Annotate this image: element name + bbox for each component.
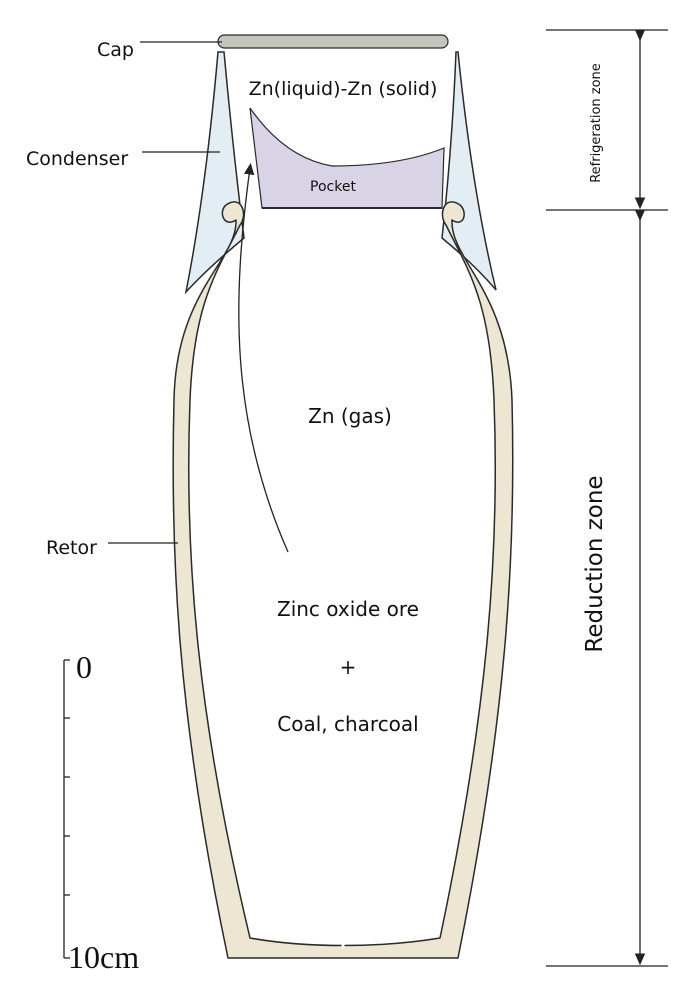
zn-gas-label: Zn (gas): [308, 404, 392, 428]
retor-label: Retor: [46, 537, 97, 559]
condenser-label: Condenser: [26, 148, 128, 170]
reduction-zone-label: Reduction zone: [582, 475, 608, 652]
scale-bar: [63, 659, 70, 959]
condenser-right: [441, 51, 497, 291]
condenser-left: [184, 51, 245, 295]
scale-top-label: 0: [76, 649, 92, 685]
charge-plus-label: +: [340, 655, 357, 679]
pocket: [249, 107, 445, 209]
charge-line2-label: Coal, charcoal: [277, 712, 418, 736]
cap: [217, 34, 449, 49]
cap-label: Cap: [97, 39, 134, 61]
zn-liquid-solid-label: Zn(liquid)-Zn (solid): [249, 78, 438, 100]
pocket-label: Pocket: [310, 179, 356, 195]
zn-gas-flow-arrow: [238, 162, 289, 553]
retort-wall: [172, 201, 514, 959]
scale-bottom-label: 10cm: [68, 939, 139, 975]
charge-line1-label: Zinc oxide ore: [277, 597, 419, 621]
refrigeration-zone-label: Refrigeration zone: [589, 63, 604, 183]
